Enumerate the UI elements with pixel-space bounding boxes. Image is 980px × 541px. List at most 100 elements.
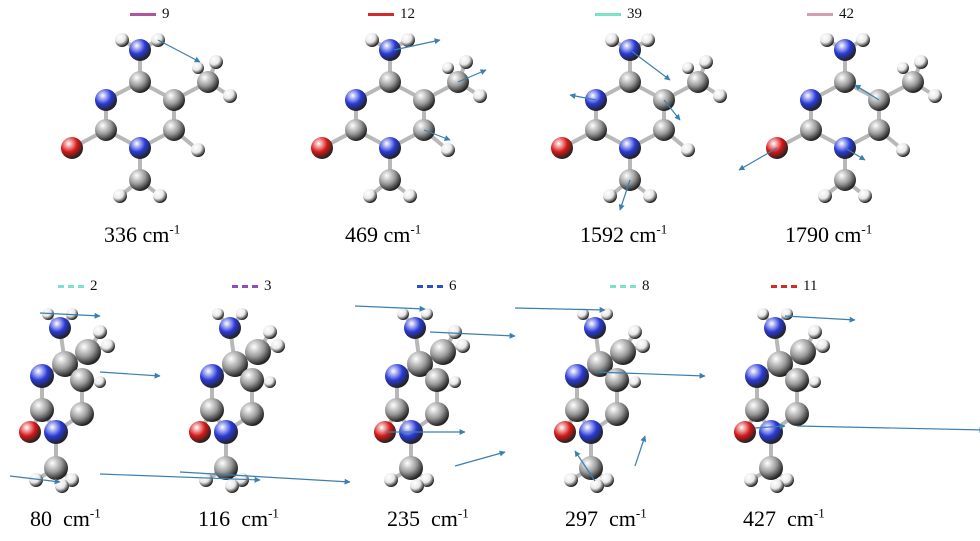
oxygen-atom [61, 137, 83, 159]
molecule-diagram [354, 305, 516, 493]
displacement-arrow [594, 371, 706, 379]
hydrogen-atom [577, 308, 589, 320]
displacement-arrow [99, 473, 261, 483]
unit-exponent: -1 [268, 505, 279, 521]
carbon-atom [240, 368, 264, 392]
hydrogen-atom [29, 473, 43, 487]
carbon-atom [44, 456, 68, 480]
carbon-atom [565, 398, 589, 422]
carbon-atom [767, 351, 793, 377]
carbon-atom [75, 339, 101, 365]
molecule-diagram [734, 308, 980, 493]
hydrogen-atom [223, 89, 237, 103]
hydrogen-atom [441, 143, 455, 157]
frequency-value: 80 [30, 506, 52, 531]
carbon-atom [70, 402, 94, 426]
hydrogen-atom [643, 189, 657, 203]
frequency-value: 297 [565, 506, 598, 531]
hydrogen-atom [681, 143, 695, 157]
oxygen-atom [19, 421, 41, 443]
molecule-diagram [9, 308, 161, 493]
displacement-arrow [457, 69, 487, 83]
frequency-label: 469 cm-1 [345, 222, 421, 248]
hydrogen-atom [808, 325, 822, 339]
hydrogen-atom [757, 308, 769, 320]
nitrogen-atom [49, 317, 71, 339]
nitrogen-atom [385, 364, 409, 388]
frequency-label: 1592 cm-1 [580, 222, 667, 248]
nitrogen-atom [834, 39, 856, 61]
frequency-unit: cm [383, 222, 411, 247]
frequency-unit: cm [834, 222, 862, 247]
nitrogen-atom [745, 364, 769, 388]
hydrogen-atom [225, 479, 239, 493]
nitrogen-atom [200, 364, 224, 388]
legend-mode-6: 6 [417, 278, 457, 295]
hydrogen-atom [914, 55, 928, 69]
panel-mode-39: 39 1592 cm-1 [530, 0, 740, 260]
carbon-atom [430, 339, 456, 365]
molecule-diagram [514, 306, 706, 493]
hydrogen-atom [590, 479, 604, 493]
unit-exponent: -1 [457, 505, 469, 521]
hydrogen-atom [459, 55, 473, 69]
legend-mode-number: 39 [627, 6, 642, 22]
frequency-value: 1592 [580, 222, 624, 247]
frequency-unit: cm [787, 506, 814, 531]
panel-mode-2: 2 80 cm-1 [0, 276, 190, 541]
carbon-atom [579, 456, 603, 480]
displacement-arrow [844, 147, 866, 161]
displacement-arrow [179, 471, 351, 485]
frequency-unit: cm [241, 506, 269, 531]
unit-exponent: -1 [861, 221, 873, 237]
displacement-arrow [634, 435, 647, 467]
frequency-unit: cm [629, 222, 657, 247]
frequency-label: 235 cm-1 [387, 506, 469, 532]
nitrogen-atom [565, 364, 589, 388]
legend-mode-11: 11 [771, 278, 817, 295]
displacement-arrow [9, 475, 61, 485]
panel-mode-42: 42 1790 cm-1 [738, 0, 955, 260]
frequency-value: 427 [743, 506, 776, 531]
hydrogen-atom [113, 189, 127, 203]
molecule-diagram [61, 33, 237, 203]
legend-mode-number: 12 [400, 6, 415, 22]
legend-swatch [368, 13, 394, 16]
hydrogen-atom [115, 33, 129, 47]
carbon-atom [425, 402, 449, 426]
panel-mode-6: 6 235 cm-1 [354, 276, 545, 541]
legend-mode-number: 2 [90, 278, 98, 294]
displacement-arrow [423, 129, 451, 141]
molecule-diagram [551, 33, 727, 211]
molecule-diagram [99, 308, 351, 493]
molecule-diagram [311, 33, 487, 203]
unit-exponent: -1 [635, 505, 647, 521]
legend-mode-number: 8 [642, 278, 650, 294]
frequency-unit: cm [609, 506, 636, 531]
unit-exponent: -1 [169, 221, 181, 237]
frequency-value: 469 [345, 222, 378, 247]
hydrogen-atom [818, 189, 832, 203]
hydrogen-atom [199, 473, 213, 487]
carbon-atom [70, 368, 94, 392]
hydrogen-atom [605, 33, 619, 47]
carbon-atom [95, 119, 117, 141]
displacement-arrow [738, 147, 778, 171]
carbon-atom [868, 119, 890, 141]
carbon-atom [163, 119, 185, 141]
carbon-atom [379, 169, 401, 191]
frequency-label: 1790 cm-1 [785, 222, 872, 248]
nitrogen-atom [379, 39, 401, 61]
displacement-arrow [157, 39, 201, 63]
hydrogen-atom [410, 479, 424, 493]
hydrogen-atom [401, 33, 415, 47]
nitrogen-atom [404, 317, 426, 339]
hydrogen-atom [699, 55, 713, 69]
hydrogen-atom [192, 62, 204, 74]
hydrogen-atom [236, 308, 248, 320]
frequency-value: 336 [104, 222, 137, 247]
legend-swatch [232, 285, 258, 288]
unit-exponent: -1 [89, 505, 101, 521]
legend-swatch [130, 13, 156, 16]
hydrogen-atom [94, 376, 106, 388]
